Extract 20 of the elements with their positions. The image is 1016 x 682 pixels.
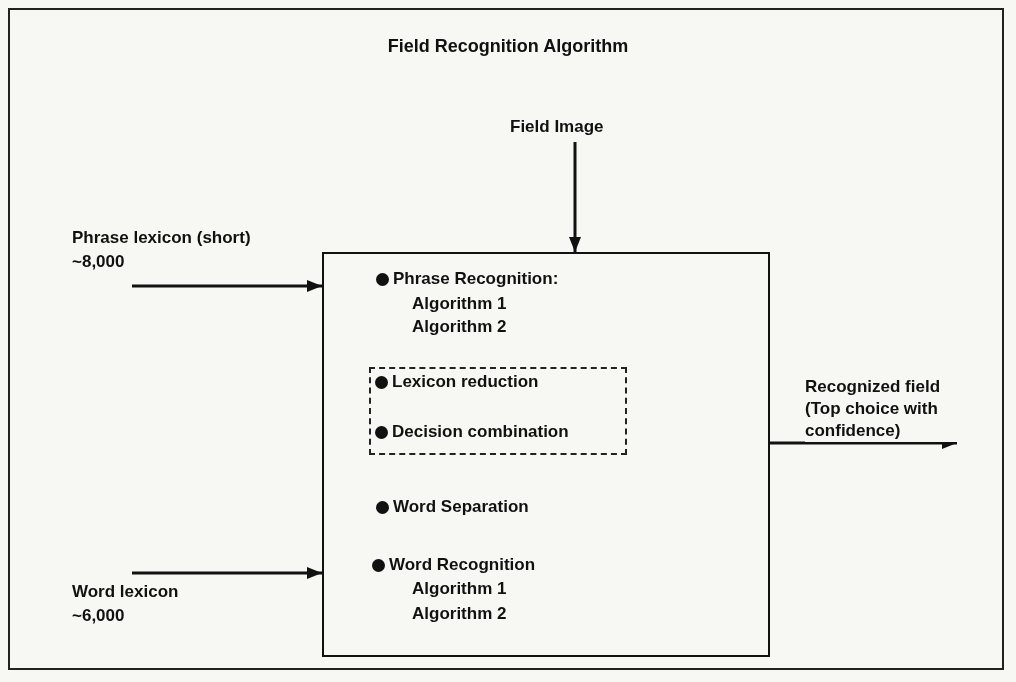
input-label: ~8,000 xyxy=(72,251,125,273)
input-label: Phrase lexicon (short) xyxy=(72,227,251,249)
arrow xyxy=(569,142,581,252)
step-text: Word Separation xyxy=(393,496,529,518)
arrow xyxy=(132,280,322,292)
step-text: Phrase Recognition: xyxy=(393,268,559,290)
step-text: Algorithm 2 xyxy=(412,603,507,625)
step-text: Algorithm 2 xyxy=(412,316,507,338)
step-text: Word Recognition xyxy=(389,554,536,576)
diagram-title: Field Recognition Algorithm xyxy=(386,36,630,57)
process-box xyxy=(322,252,770,657)
input-label: Word lexicon xyxy=(72,581,179,603)
step-text: Lexicon reduction xyxy=(392,371,539,393)
input-label: ~6,000 xyxy=(72,605,125,627)
input-label: Field Image xyxy=(510,116,604,138)
dashed-group-box xyxy=(369,367,627,455)
step-text: Algorithm 1 xyxy=(412,578,507,600)
step-text: Algorithm 1 xyxy=(412,293,507,315)
arrow xyxy=(132,567,322,579)
step-text: Decision combination xyxy=(392,421,569,443)
